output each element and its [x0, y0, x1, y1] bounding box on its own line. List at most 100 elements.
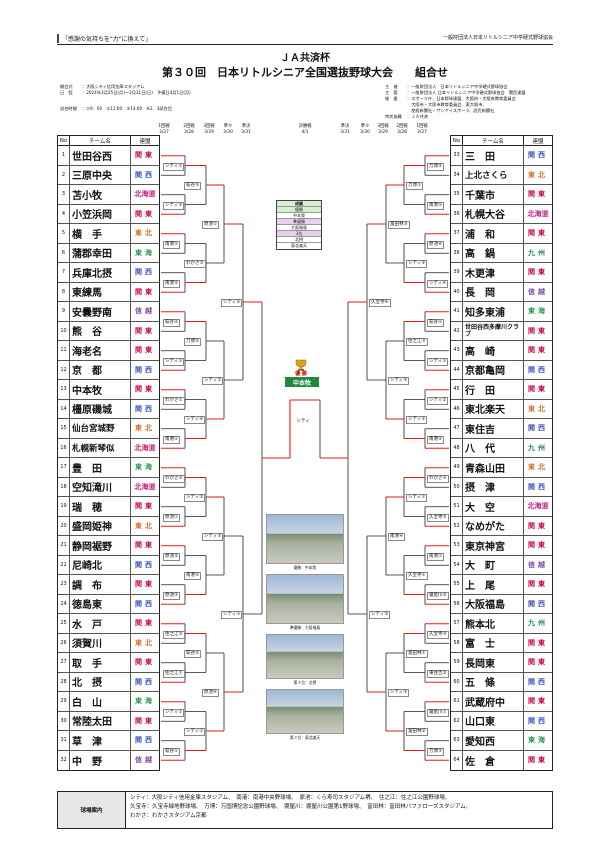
team-name: 東北楽天 — [463, 399, 524, 418]
team-name: 富 士 — [463, 633, 524, 652]
trophy-icon — [294, 356, 308, 371]
results-row: 優勝 — [277, 207, 321, 213]
team-name: 東練馬 — [70, 282, 131, 301]
team-region: 関東 — [528, 638, 548, 647]
team-region: 関東 — [528, 521, 548, 530]
team-name: 知多東浦 — [463, 302, 524, 321]
team-no: 37 — [451, 224, 463, 243]
meta-left: 開会式：大阪シティ信用金庫スタジアム 日 程：2024年3月25日(月)～3月3… — [60, 84, 191, 111]
slogan: 「感謝の気持ちを"力"に換えて」 — [57, 34, 151, 43]
team-name: 三原中央 — [70, 165, 131, 184]
team-region: 関東 — [135, 541, 155, 550]
team-region: 関西 — [135, 404, 155, 413]
team-no: 30 — [58, 711, 70, 730]
team-region: 信越 — [135, 756, 155, 765]
venue-tag: シティ③ — [406, 260, 428, 268]
team-name: 高 崎 — [463, 341, 524, 360]
team-no: 21 — [58, 536, 70, 555]
team-name: 愛知西 — [463, 731, 524, 750]
col-region: 連盟 — [139, 138, 151, 145]
venue-tag: 南港② — [163, 279, 181, 288]
team-no: 38 — [451, 243, 463, 262]
team-no: 5 — [58, 224, 70, 243]
team-no: 29 — [58, 692, 70, 711]
page-subtitle: ＪＡ共済杯 — [280, 53, 330, 64]
team-region: 関西 — [135, 170, 155, 179]
team-region: 北海道 — [527, 209, 549, 218]
team-region: 関東 — [528, 385, 548, 394]
results-row: 3位 — [277, 231, 321, 237]
team-no: 41 — [451, 302, 463, 321]
team-region: 東海 — [135, 248, 155, 257]
team-no: 7 — [58, 263, 70, 282]
team-name: 木更津 — [463, 263, 524, 282]
venue-tag: シティ③ — [163, 201, 185, 210]
team-name: 長 岡 — [463, 282, 524, 301]
team-no: 58 — [451, 633, 463, 652]
venue-tag: 南港⑤ — [163, 240, 181, 249]
team-no: 61 — [451, 692, 463, 711]
team-no: 16 — [58, 438, 70, 457]
col-team: チーム名 — [463, 136, 524, 145]
venue-tag: わかさ③ — [427, 474, 449, 483]
venue-tag: シティ① — [163, 357, 185, 366]
results-row: 北摂 — [277, 237, 321, 243]
col-region: 連盟 — [532, 138, 544, 145]
team-no: 52 — [451, 516, 463, 535]
team-no: 13 — [58, 380, 70, 399]
venue-tag: 萩谷① — [163, 747, 181, 756]
team-region: 関東 — [528, 190, 548, 199]
team-no: 3 — [58, 185, 70, 204]
team-region: 東海 — [528, 307, 548, 316]
team-region: 関東 — [528, 346, 548, 355]
page-title: 第３０回 日本リトルシニア全国選抜野球大会 組合せ — [162, 66, 448, 79]
team-name: 五 條 — [463, 672, 524, 691]
photo-champion — [266, 514, 344, 564]
results-row: 準優勝 — [277, 219, 321, 225]
venue-tag: わかさ① — [163, 396, 185, 405]
team-name: 札幌大谷 — [463, 204, 524, 223]
team-name: 静岡裾野 — [70, 536, 131, 555]
photo-third-2 — [266, 689, 344, 734]
team-name: 白 山 — [70, 692, 131, 711]
venue-tag: 久宝寺② — [427, 513, 449, 522]
venue-tag: 住之江② — [163, 630, 185, 639]
team-region: 関西 — [135, 677, 155, 686]
team-name: 東京神宮 — [463, 536, 524, 555]
final-venue: シティ — [296, 419, 310, 424]
team-region: 関東 — [528, 756, 548, 765]
team-no: 45 — [451, 380, 463, 399]
team-region: 関東 — [528, 229, 548, 238]
team-region: 北海道 — [134, 482, 156, 491]
team-no: 9 — [58, 302, 70, 321]
team-no: 43 — [451, 341, 463, 360]
venue-tag: シティ① — [406, 494, 428, 502]
venue-tag: シティ① — [163, 708, 185, 717]
results-row: 中本牧 — [277, 213, 321, 219]
team-name: 盛岡姫神 — [70, 516, 131, 535]
team-no: 4 — [58, 204, 70, 223]
